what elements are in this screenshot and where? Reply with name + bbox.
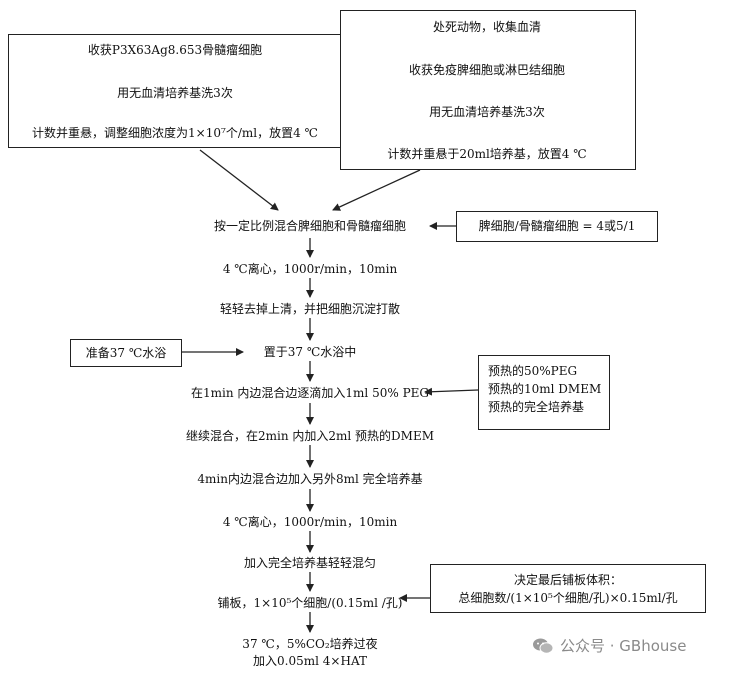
myeloma-step-wash: 用无血清培养基洗3次 — [117, 86, 233, 100]
prewarm-dmem: 预热的10ml DMEM — [488, 382, 602, 396]
step-water-bath: 置于37 ℃水浴中 — [263, 345, 357, 359]
arrow-prewarm — [424, 387, 479, 396]
water-bath-note-text: 准备37 ℃水浴 — [85, 346, 167, 360]
spleen-step-sacrifice: 处死动物，收集血清 — [432, 20, 542, 34]
step-add-peg: 在1min 内边混合边逐滴加入1ml 50% PEG — [191, 386, 429, 400]
prewarm-note-box — [478, 355, 610, 430]
ratio-note-text: 脾细胞/骨髓瘤细胞 = 4或5/1 — [478, 219, 636, 233]
step-incubate: 37 ℃，5%CO₂培养过夜 — [242, 637, 378, 651]
plate-volume-title: 决定最后铺板体积： — [513, 573, 623, 587]
watermark: 公众号 · GBhouse — [532, 635, 686, 656]
plate-volume-note-box — [430, 564, 706, 613]
spleen-step-harvest: 收获免疫脾细胞或淋巴结细胞 — [408, 63, 566, 77]
spleen-prep-box — [340, 10, 636, 170]
myeloma-step-resuspend: 计数并重悬，调整细胞浓度为1×10⁷个/ml，放置4 ℃ — [32, 126, 318, 140]
water-bath-note-box — [70, 339, 182, 367]
step-centrifuge-1: 4 ℃离心，1000r/min，10min — [222, 262, 398, 276]
watermark-text: 公众号 · GBhouse — [560, 637, 687, 655]
arrow-right-to-merge — [332, 169, 421, 211]
step-remove-supernatant: 轻轻去掉上清，并把细胞沉淀打散 — [219, 302, 401, 316]
step-add-dmem: 继续混合，在2min 内加入2ml 预热的DMEM — [185, 429, 435, 443]
prewarm-medium: 预热的完全培养基 — [488, 400, 585, 414]
spleen-step-wash: 用无血清培养基洗3次 — [429, 105, 545, 119]
step-mix-cells: 按一定比例混合脾细胞和骨髓瘤细胞 — [213, 219, 407, 233]
plate-volume-formula: 总细胞数/(1×10⁵个细胞/孔)×0.15ml/孔 — [458, 591, 678, 605]
step-centrifuge-2: 4 ℃离心，1000r/min，10min — [222, 515, 398, 529]
step-add-hat: 加入0.05ml 4×HAT — [253, 654, 367, 668]
arrow-left-to-merge — [199, 149, 279, 211]
step-plate: 铺板，1×10⁵个细胞/(0.15ml /孔) — [217, 596, 403, 610]
spleen-step-resuspend: 计数并重悬于20ml培养基，放置4 ℃ — [387, 147, 587, 161]
prewarm-peg: 预热的50%PEG — [488, 364, 578, 378]
step-resuspend: 加入完全培养基轻轻混匀 — [243, 556, 377, 570]
myeloma-step-harvest: 收获P3X63Ag8.653骨髓瘤细胞 — [87, 43, 263, 57]
step-add-medium: 4min内边混合边加入另外8ml 完全培养基 — [197, 472, 423, 486]
wechat-icon — [533, 638, 554, 654]
ratio-note-box — [456, 211, 658, 242]
